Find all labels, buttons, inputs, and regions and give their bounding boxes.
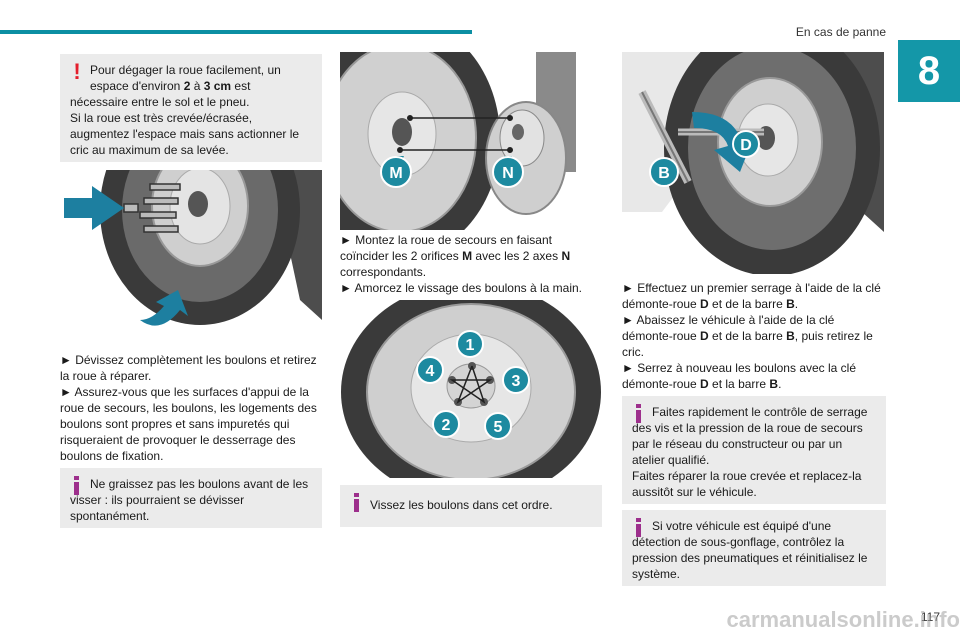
- warning-text-line3: nécessaire entre le sol et le pneu.: [70, 95, 250, 109]
- label-d: D: [740, 137, 752, 154]
- label-n: N: [502, 165, 514, 182]
- info-grease-text: Ne graissez pas les boulons avant de les…: [70, 477, 309, 523]
- step-lower-vehicle: ► Abaissez le véhicule à l'aide de la cl…: [622, 313, 873, 359]
- info-icon: [70, 474, 84, 496]
- info-icon: [632, 402, 646, 424]
- step-check-surfaces: ► Assurez-vous que les surfaces d'appui …: [60, 385, 317, 463]
- page-number: 117: [920, 610, 940, 624]
- info-underinflation-text: Si votre véhicule est équipé d'une détec…: [632, 519, 868, 581]
- info-repair-text: Faites réparer la roue crevée et replace…: [632, 469, 862, 499]
- warning-icon: !: [73, 59, 81, 84]
- info-check-text: Faites rapidement le contrôle de serrage…: [632, 405, 868, 467]
- info-box-underinflation: Si votre véhicule est équipé d'une détec…: [622, 510, 886, 586]
- warning-box: ! Pour dégager la roue facilement, un es…: [60, 54, 322, 162]
- warning-text-line4: Si la roue est très crevée/écrasée, augm…: [70, 111, 300, 157]
- step-final-tightening: ► Serrez à nouveau les boulons avec la c…: [622, 361, 857, 391]
- info-box-grease: Ne graissez pas les boulons avant de les…: [60, 468, 322, 528]
- step-first-tightening: ► Effectuez un premier serrage à l'aide …: [622, 281, 881, 311]
- spare-wheel-alignment-illustration: M N: [340, 52, 602, 230]
- step-start-screwing: ► Amorcez le vissage des boulons à la ma…: [340, 281, 582, 295]
- info-box-order: Vissez les boulons dans cet ordre.: [340, 485, 602, 527]
- section-title: En cas de panne: [795, 25, 886, 39]
- info-order-text: Vissez les boulons dans cet ordre.: [370, 498, 553, 512]
- step-remove-wheel: ► Dévissez complètement les boulons et r…: [60, 353, 317, 383]
- warning-text-line1: Pour dégager la roue facilement, un: [90, 63, 281, 77]
- label-b: B: [658, 165, 670, 182]
- bolt-order-illustration: 1 2 3 4 5: [340, 300, 602, 478]
- order-label-1: 1: [466, 337, 475, 354]
- col3-steps: ► Effectuez un premier serrage à l'aide …: [622, 280, 886, 392]
- header-accent-bar: [0, 30, 472, 34]
- wheel-tightening-illustration: B D: [622, 52, 884, 274]
- order-label-2: 2: [442, 417, 451, 434]
- info-box-check: Faites rapidement le contrôle de serrage…: [622, 396, 886, 504]
- col1-steps: ► Dévissez complètement les boulons et r…: [60, 352, 324, 464]
- step-mount-spare: ► Montez la roue de secours en faisant c…: [340, 233, 571, 279]
- info-icon: [632, 516, 646, 538]
- info-icon: [350, 491, 364, 513]
- watermark: carmanualsonline.info: [726, 607, 960, 632]
- warning-text-line2: espace d'environ 2 à 3 cm est: [90, 79, 251, 93]
- order-label-4: 4: [426, 363, 435, 380]
- order-label-5: 5: [494, 419, 503, 436]
- order-label-3: 3: [512, 373, 521, 390]
- col2-steps: ► Montez la roue de secours en faisant c…: [340, 232, 604, 296]
- label-m: M: [389, 165, 402, 182]
- wheel-removal-illustration: [60, 170, 322, 338]
- chapter-number: 8: [898, 40, 960, 102]
